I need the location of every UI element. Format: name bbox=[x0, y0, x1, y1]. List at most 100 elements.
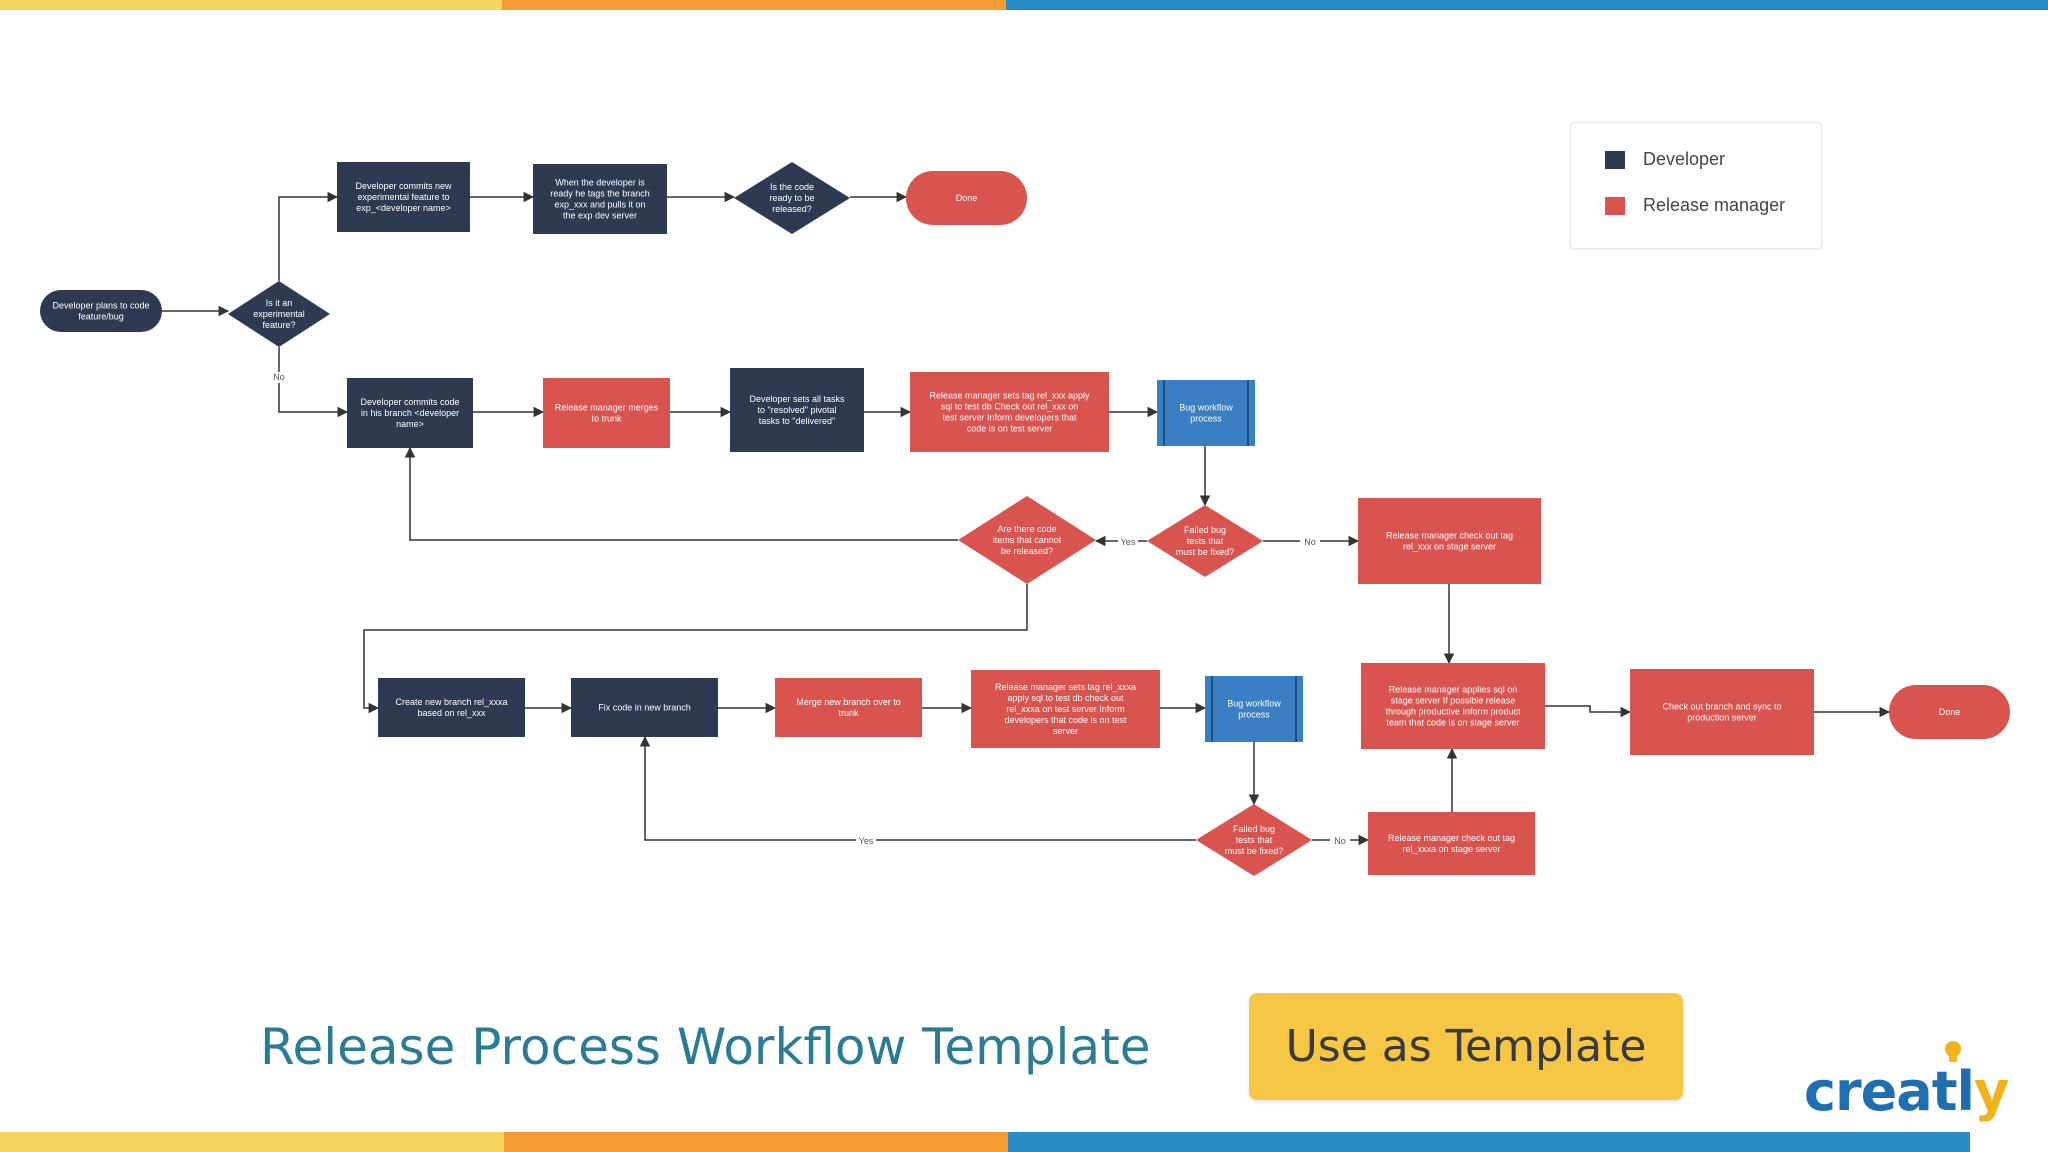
node-shape-n-stage bbox=[1358, 498, 1541, 584]
node-shape-n-newbranch bbox=[378, 678, 525, 737]
node-text-done1: Done bbox=[956, 193, 978, 203]
node-shape-done2 bbox=[1889, 685, 2010, 739]
connector-14 bbox=[363, 584, 1028, 714]
node-done2: Done bbox=[1889, 685, 2010, 739]
node-text-n-fix: Fix code in new branch bbox=[598, 703, 691, 713]
edge-label-no_exp: No bbox=[273, 372, 285, 382]
node-text-done2: Done bbox=[1939, 707, 1961, 717]
legend-swatch-release-manager bbox=[1605, 196, 1625, 215]
node-shape-done1 bbox=[906, 171, 1027, 225]
brand-prefix: creatl bbox=[1804, 1060, 1975, 1123]
top-stripe-yellow bbox=[0, 0, 502, 10]
edge-label-yes_cannot: Yes bbox=[1121, 537, 1136, 547]
edge-label-no_failed2: No bbox=[1334, 836, 1346, 846]
connector-1 bbox=[278, 191, 339, 281]
edge-label-bg-no_failed2 bbox=[1330, 836, 1350, 847]
node-shape-n-checkout bbox=[1630, 669, 1814, 755]
edge-label-bg-yes_cannot bbox=[1118, 537, 1138, 548]
node-shape-n-merge2 bbox=[775, 678, 922, 737]
node-shape-start bbox=[40, 290, 162, 332]
bottom-stripe-yellow bbox=[0, 1132, 504, 1152]
legend-item-release-manager: Release manager bbox=[1605, 195, 1785, 216]
edge-label-yes_failed2: Yes bbox=[859, 836, 874, 846]
legend-swatch-developer bbox=[1605, 150, 1625, 169]
node-shape-d-nocode bbox=[958, 496, 1096, 584]
legend: Developer Release manager bbox=[1570, 122, 1822, 249]
node-shape-n-bugwf1 bbox=[1157, 380, 1255, 446]
node-shape-n-bugwf2 bbox=[1205, 676, 1303, 742]
node-shape-d-failed2 bbox=[1196, 804, 1312, 876]
node-shape-d-ready bbox=[734, 162, 850, 234]
use-as-template-button[interactable]: Use as Template bbox=[1249, 993, 1683, 1100]
node-done1: Done bbox=[906, 171, 1027, 225]
edge-label-bg-no_exp bbox=[269, 372, 289, 383]
edge-label-bg-no_failed1 bbox=[1300, 537, 1320, 548]
node-shape-n-fix bbox=[571, 678, 718, 737]
connector-20 bbox=[639, 735, 1196, 841]
brand-y: y bbox=[1974, 1060, 2009, 1123]
top-stripe-orange bbox=[502, 0, 1006, 10]
legend-item-developer: Developer bbox=[1605, 149, 1725, 170]
connector-5 bbox=[278, 347, 349, 418]
node-shape-d-exp bbox=[228, 281, 330, 347]
legend-label-release-manager: Release manager bbox=[1643, 195, 1786, 215]
bottom-stripe-blue bbox=[1008, 1132, 1970, 1152]
node-shape-n-stage2 bbox=[1368, 812, 1535, 875]
edge-label-no_failed1: No bbox=[1304, 537, 1316, 547]
bottom-stripe-orange bbox=[504, 1132, 1008, 1152]
node-shape-n-rmtag bbox=[910, 372, 1109, 452]
creately-logo[interactable]: creatly bbox=[1804, 1060, 2009, 1123]
page-title: Release Process Workflow Template bbox=[260, 1018, 1151, 1076]
legend-label-developer: Developer bbox=[1643, 149, 1726, 169]
lightbulb-icon bbox=[1945, 1041, 1961, 1062]
node-shape-n-exp1 bbox=[337, 162, 470, 232]
node-shape-n-rmtag2 bbox=[971, 670, 1160, 748]
node-n-fix: Fix code in new branch bbox=[571, 678, 718, 737]
top-stripe-blue bbox=[1006, 0, 2048, 10]
connector-24 bbox=[1545, 705, 1632, 718]
node-shape-d-failed1 bbox=[1147, 505, 1263, 577]
connector-13 bbox=[404, 446, 958, 541]
